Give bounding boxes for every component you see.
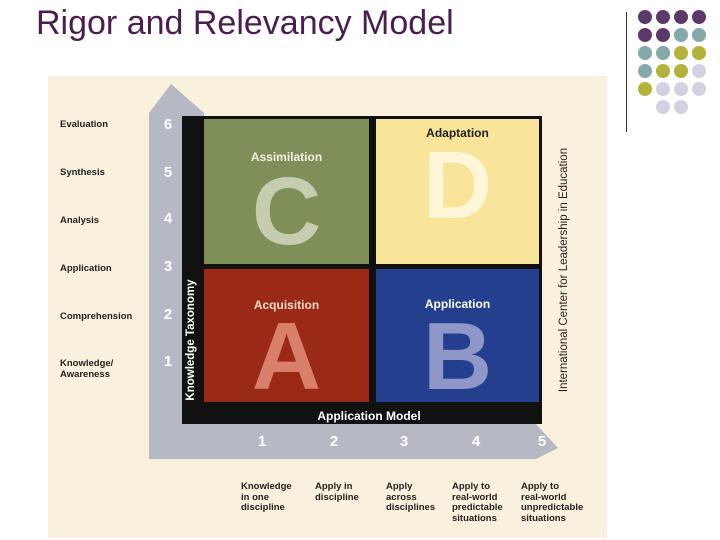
application-level-number: 2 <box>329 433 339 450</box>
knowledge-level-name: Knowledge/ Awareness <box>60 358 114 380</box>
application-level-description: Apply to real-world predictable situatio… <box>452 481 503 524</box>
decorative-dot <box>638 46 652 60</box>
decorative-dot <box>656 100 670 114</box>
decorative-dot <box>638 82 652 96</box>
quadrant-b-application: Application B <box>376 269 539 402</box>
decorative-dot <box>656 10 670 24</box>
application-level-number: 5 <box>537 433 547 450</box>
quadrant-c-title: Assimilation <box>250 150 323 164</box>
knowledge-level-name: Synthesis <box>60 167 105 178</box>
knowledge-level-name: Application <box>60 263 112 274</box>
knowledge-level-name: Evaluation <box>60 119 109 130</box>
decorative-dot <box>638 64 652 78</box>
application-level-description: Knowledge in one discipline <box>241 481 292 513</box>
decorative-dot <box>692 46 706 60</box>
decorative-dot <box>674 46 688 60</box>
decorative-dot <box>674 64 688 78</box>
application-level-description: Apply to real-world unpredictable situat… <box>521 481 584 524</box>
x-axis-bar <box>182 402 542 424</box>
decorative-dot <box>674 10 688 24</box>
quadrant-b-letter: B <box>422 303 493 403</box>
knowledge-level-number: 6 <box>163 116 173 133</box>
quadrant-d-letter: D <box>422 132 493 239</box>
decorative-dot <box>692 28 706 42</box>
knowledge-level-name: Comprehension <box>60 311 133 322</box>
application-level-description: Apply across disciplines <box>386 481 436 513</box>
horizontal-axis-arrow <box>149 424 558 459</box>
decorative-dot <box>656 82 670 96</box>
knowledge-level-number: 3 <box>163 258 173 275</box>
decorative-dot <box>674 28 688 42</box>
application-level-number: 4 <box>471 433 481 450</box>
quadrant-a-letter: A <box>251 303 322 403</box>
y-axis-label: Knowledge Taxonomy <box>185 279 197 401</box>
quadrant-d-adaptation: Adaptation D <box>376 119 539 264</box>
rigor-relevance-figure: Evaluation Synthesis Analysis Applicatio… <box>48 76 607 538</box>
knowledge-level-number: 4 <box>163 210 173 227</box>
knowledge-level-number: 5 <box>163 164 173 181</box>
y-axis-bar <box>182 116 204 424</box>
decorative-dot <box>656 28 670 42</box>
decorative-dot <box>656 64 670 78</box>
knowledge-level-number: 1 <box>163 353 173 370</box>
decorative-dot <box>674 100 688 114</box>
title-divider-line <box>626 12 627 132</box>
quadrant-b-title: Application <box>424 297 491 311</box>
decorative-dot <box>638 28 652 42</box>
quadrant-c-assimilation: Assimilation C <box>204 119 369 264</box>
knowledge-level-number: 2 <box>163 306 173 323</box>
decorative-dot <box>674 82 688 96</box>
application-level-description: Apply in discipline <box>315 481 359 503</box>
slide-title: Rigor and Relevancy Model <box>36 4 454 42</box>
decorative-dot <box>692 82 706 96</box>
quadrant-a-acquisition: Acquisition A <box>204 269 369 402</box>
source-credit: International Center for Leadership in E… <box>558 147 570 393</box>
decorative-dot <box>656 46 670 60</box>
application-level-number: 1 <box>257 433 267 450</box>
knowledge-level-name: Analysis <box>60 215 100 226</box>
x-axis-label: Application Model <box>317 409 421 423</box>
decorative-dot <box>692 64 706 78</box>
quadrant-c-letter: C <box>251 158 322 264</box>
decorative-dot <box>692 10 706 24</box>
quadrant-d-title: Adaptation <box>426 126 489 140</box>
quadrant-a-title: Acquisition <box>253 298 320 312</box>
application-level-number: 3 <box>399 433 409 450</box>
decorative-dot-grid <box>624 8 720 120</box>
decorative-dot <box>638 10 652 24</box>
